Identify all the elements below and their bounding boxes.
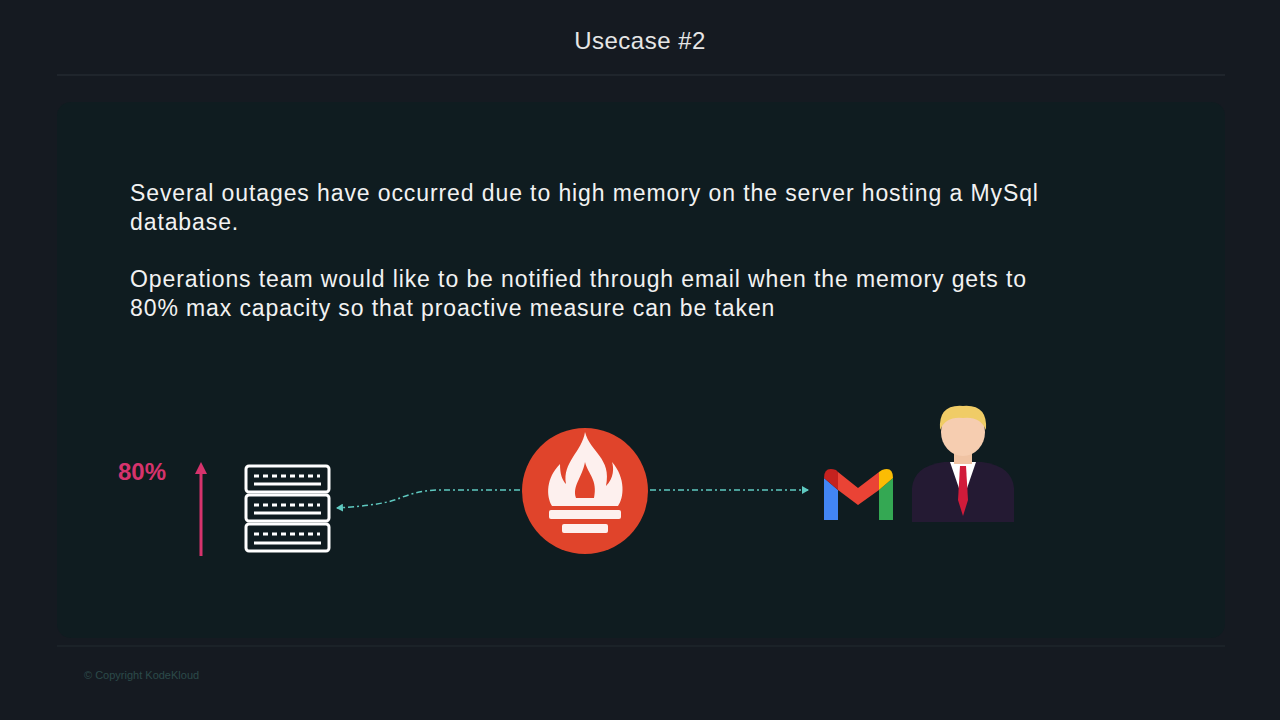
- gmail-icon: [824, 469, 893, 520]
- threshold-label: 80%: [118, 458, 166, 486]
- content-panel: [57, 102, 1225, 638]
- prometheus-logo: [522, 428, 648, 554]
- alert-link: [650, 489, 808, 491]
- increase-arrow: [200, 468, 203, 556]
- slide-title: Usecase #2: [0, 27, 1280, 55]
- scrape-link: [337, 490, 520, 508]
- operator-figure: [912, 406, 1014, 522]
- problem-text: Several outages have occurred due to hig…: [130, 179, 1090, 237]
- footer-rule: [57, 646, 1225, 647]
- requirement-text: Operations team would like to be notifie…: [130, 265, 1080, 323]
- copyright-watermark: © Copyright KodeKloud: [84, 669, 199, 681]
- server-icon: [246, 466, 329, 551]
- title-rule: [57, 75, 1225, 76]
